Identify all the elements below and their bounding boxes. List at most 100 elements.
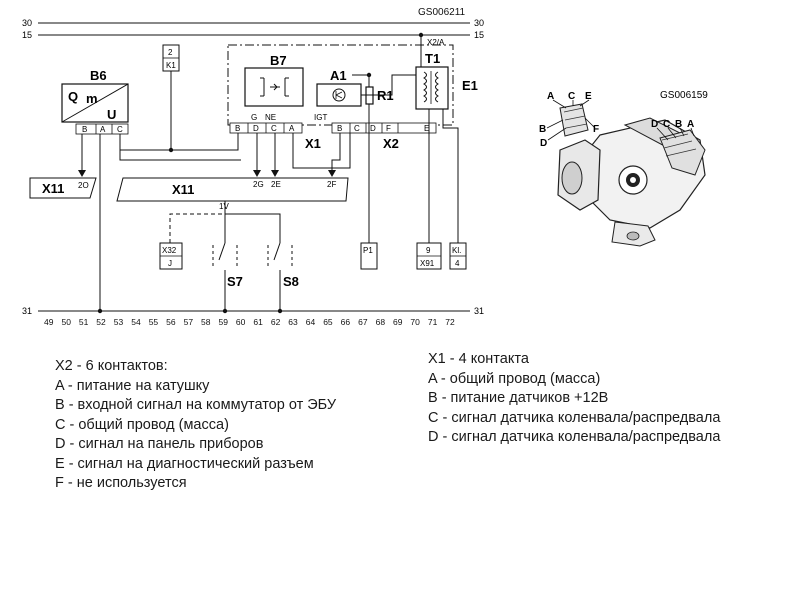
legend-x1-item: B - питание датчиков +12В [428, 390, 609, 406]
legend-x1-item: D - сигнал датчика коленвала/распредвала [428, 429, 721, 445]
x32-box: X32 J [159, 213, 225, 270]
p1-box-text: P1 [363, 246, 373, 255]
x1-pin-c: C [271, 124, 277, 133]
t1-box [415, 66, 449, 110]
kl4-box-top: Kl. [452, 246, 461, 255]
b6-pin-a: A [100, 125, 106, 134]
legend-x1-item: A - общий провод (масса) [428, 370, 601, 387]
photo-left-e: E [585, 91, 592, 102]
k1-box-bottom: K1 [166, 61, 176, 70]
bus-31-label-left: 31 [22, 306, 32, 316]
x2-pin-e: E [424, 124, 429, 133]
photo-right-d: D [651, 119, 658, 130]
b7-pin-ne: NE [265, 113, 276, 122]
x2-pin-f: F [386, 124, 391, 133]
legend-x1: X1 - 4 контакта A - общий провод (масса)… [428, 350, 720, 448]
legend-x2-item: E - сигнал на диагностический разъем [55, 455, 314, 472]
s8-switch: S8 [267, 242, 299, 289]
legend-x2-item: F - не используется [55, 475, 187, 491]
k1-box: 2 K1 [162, 44, 180, 72]
scale-number: 63 [288, 317, 298, 327]
scale-number: 55 [149, 317, 159, 327]
t1-label: T1 [425, 51, 440, 66]
legend-x1-title: X1 - 4 контакта [428, 351, 529, 367]
x11-main-connector: X11 2G 2E 2F 1V [116, 177, 349, 211]
b6-air-flow-sensor: B6 Q m U B A C [61, 68, 129, 135]
b6-pin-c: C [117, 125, 123, 134]
diagram-code: GS006211 [418, 7, 466, 18]
legend-x2-item: D - сигнал на панель приборов [55, 436, 264, 452]
bus-30-label-left: 30 [22, 18, 32, 28]
bus-31-label-right: 31 [474, 306, 484, 316]
scale-number: 66 [341, 317, 351, 327]
a1-box [316, 83, 362, 107]
a1-igniter: A1 IGT [314, 68, 362, 122]
kl4-box: Kl. 4 [449, 242, 467, 270]
scale-number: 64 [306, 317, 316, 327]
x91-box: 9 X91 [416, 242, 442, 270]
t1-ignition-coil: X2/A T1 E1 [415, 38, 478, 110]
distributor-illustration: GS006159 A C E B F D D C B A [539, 90, 708, 247]
k1-box-top: 2 [168, 48, 173, 57]
scale-number: 68 [376, 317, 386, 327]
bus-31: 31 31 [22, 306, 484, 316]
legend-x1-item: C - сигнал датчика коленвала/распредвала [428, 409, 721, 426]
scale-number: 62 [271, 317, 281, 327]
bus-15-label-right: 15 [474, 30, 484, 40]
kl4-box-bottom: 4 [455, 259, 460, 268]
scale-number: 54 [131, 317, 141, 327]
scale-number: 72 [445, 317, 455, 327]
s7-label: S7 [227, 274, 243, 289]
s8-label: S8 [283, 274, 299, 289]
scale-number: 71 [428, 317, 438, 327]
b6-pin-row [75, 123, 129, 135]
scale-number: 67 [358, 317, 368, 327]
legend-x2-item: B - входной сигнал на коммутатор от ЭБУ [55, 397, 337, 413]
photo-right-c: C [663, 119, 670, 130]
x32-box-top: X32 [162, 246, 177, 255]
photo-left-c: C [568, 91, 575, 102]
x11-pin-1v: 1V [219, 202, 229, 211]
legend-x2-item: A - питание на катушку [55, 377, 210, 394]
legend-x2: X2 - 6 контактов: A - питание на катушку… [55, 357, 336, 494]
scale-number: 70 [410, 317, 420, 327]
x2-pin-d: D [370, 124, 376, 133]
scale-number: 51 [79, 317, 89, 327]
scale-number: 52 [96, 317, 106, 327]
legend-x2-item: C - общий провод (масса) [55, 416, 229, 433]
b6-pin-b: B [82, 125, 87, 134]
x1-pin-b: B [235, 124, 240, 133]
b7-label: B7 [270, 53, 287, 68]
junction-s7-ground [222, 308, 228, 314]
x2-pin-c: C [354, 124, 360, 133]
scale-number: 56 [166, 317, 176, 327]
x2-label: X2 [383, 136, 399, 151]
scale-number: 49 [44, 317, 54, 327]
scale-number: 60 [236, 317, 246, 327]
bus-15-label-left: 15 [22, 30, 32, 40]
x11-left-label: X11 [42, 181, 64, 196]
scale-number: 69 [393, 317, 403, 327]
x1-pin-d: D [253, 124, 259, 133]
x91-box-top: 9 [426, 246, 431, 255]
photo-left-d: D [540, 138, 547, 149]
photo-right-a: A [687, 119, 694, 130]
b7-pin-g: G [251, 113, 257, 122]
a1-label: A1 [330, 68, 347, 83]
photo-left-f: F [593, 124, 599, 135]
b6-m-label: m [86, 91, 98, 106]
e1-label: E1 [462, 78, 478, 93]
p1-box: P1 [360, 242, 378, 270]
junction-r1 [366, 72, 372, 78]
photo-code: GS006159 [660, 90, 708, 101]
bus-30: 30 30 [22, 18, 484, 28]
x32-box-bottom: J [168, 259, 172, 268]
junction-s8-ground [277, 308, 283, 314]
b6-q-label: Q [68, 89, 78, 104]
scale-number: 59 [219, 317, 229, 327]
scale-number: 58 [201, 317, 211, 327]
a1-pin-igt: IGT [314, 113, 327, 122]
x2-connector: B C D F E X2 [331, 122, 437, 151]
